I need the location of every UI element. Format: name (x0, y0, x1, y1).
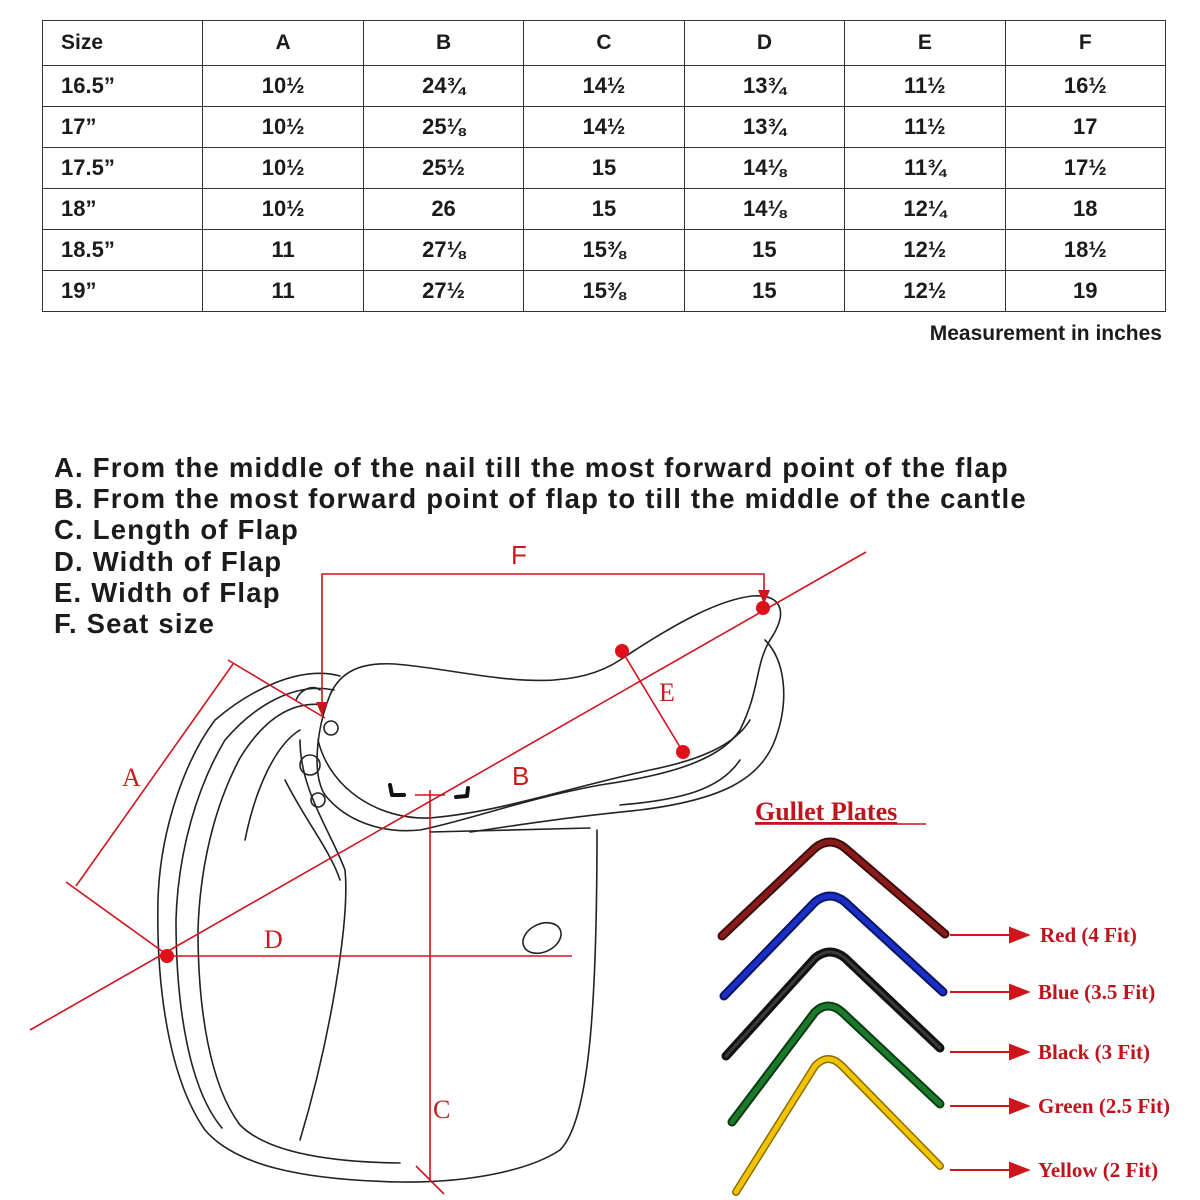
table-row: 18.5” 11 27⅛ 15⅜ 15 12½ 18½ (41, 229, 1167, 271)
table-cell: 15 (523, 147, 685, 189)
gullet-label-green: Green (2.5 Fit) (1038, 1094, 1170, 1118)
label-f: F (511, 540, 527, 570)
table-cell: 27⅛ (362, 229, 525, 271)
header-size: Size (41, 20, 204, 66)
point-e-bottom (676, 745, 690, 759)
table-row: 17” 10½ 25⅛ 14½ 13¾ 11½ 17 (41, 106, 1167, 148)
table-row: 19” 11 27½ 15⅜ 15 12½ 19 (41, 270, 1167, 312)
gullet-plate-black (721, 947, 945, 1061)
unit-note: Measurement in inches (929, 322, 1162, 345)
legend-item-c: C. Length of Flap (54, 514, 299, 546)
table-row: 18” 10½ 26 15 14⅛ 12¼ 18 (41, 188, 1167, 230)
table-cell: 25½ (362, 147, 525, 189)
table-row: 16.5” 10½ 24¾ 14½ 13¾ 11½ 16½ (41, 65, 1167, 107)
table-cell: 17 (1004, 106, 1167, 148)
arrow-f-right (758, 590, 770, 604)
header-f: F (1004, 20, 1167, 66)
gullet-title: Gullet Plates (755, 797, 897, 826)
legend-item-d: D. Width of Flap (54, 545, 283, 577)
table-cell: 19” (41, 270, 204, 312)
table-cell: 16½ (1004, 65, 1167, 107)
arrow-f-left (316, 702, 328, 716)
header-c: C (523, 20, 685, 66)
table-cell: 14½ (523, 106, 685, 148)
table-cell: 24¾ (362, 65, 525, 107)
table-cell: 17” (41, 106, 204, 148)
table-cell: 10½ (202, 188, 364, 230)
line-a-tick-bottom (65, 881, 167, 955)
gullet-plate-yellow (732, 1055, 944, 1196)
line-a (75, 663, 234, 887)
legend-item-f: F. Seat size (54, 607, 216, 639)
gullet-label-yellow: Yellow (2 Fit) (1038, 1158, 1158, 1182)
saddle-drawing (157, 595, 785, 1183)
table-cell: 19 (1004, 270, 1167, 312)
measurement-points (160, 601, 770, 963)
gullet-plate-green (727, 1001, 945, 1127)
table-cell: 11½ (844, 65, 1006, 107)
table-cell: 14⅛ (683, 188, 846, 230)
line-e (621, 650, 684, 753)
table-cell: 17½ (1004, 147, 1167, 189)
table-cell: 15 (523, 188, 685, 230)
legend-item-e: E. Width of Flap (54, 576, 281, 608)
label-a: A (122, 763, 141, 792)
line-c-tick-bottom (415, 1165, 445, 1195)
point-flap-front (160, 949, 174, 963)
measurement-legend: A. From the middle of the nail till the … (54, 452, 1027, 639)
table-cell: 10½ (202, 65, 364, 107)
point-cantle (756, 601, 770, 615)
line-a-tick-top (227, 659, 326, 719)
gullet-label-red: Red (4 Fit) (1040, 923, 1137, 947)
table-row: 17.5” 10½ 25½ 15 14⅛ 11¾ 17½ (41, 147, 1167, 189)
label-b: B (512, 761, 529, 791)
legend-item-a: A. From the middle of the nail till the … (54, 452, 1009, 483)
line-f (321, 573, 765, 712)
gullet-arrows (950, 926, 1031, 1179)
table-cell: 10½ (202, 106, 364, 148)
point-e-top (615, 644, 629, 658)
table-cell: 27½ (362, 270, 525, 312)
table-cell: 15⅜ (523, 229, 685, 271)
table-cell: 26 (362, 188, 525, 230)
gullet-plates (717, 837, 950, 1196)
label-c: C (433, 1095, 450, 1124)
label-e: E (659, 678, 675, 707)
table-cell: 12¼ (844, 188, 1006, 230)
table-cell: 11 (202, 229, 364, 271)
size-table: Size A B C D E F 16.5” 10½ 24¾ 14½ 13¾ 1… (41, 20, 1167, 312)
table-cell: 16.5” (41, 65, 204, 107)
table-cell: 11½ (844, 106, 1006, 148)
gullet-plate-red (717, 837, 950, 941)
table-cell: 18½ (1004, 229, 1167, 271)
gullet-label-blue: Blue (3.5 Fit) (1038, 980, 1155, 1004)
table-cell: 15 (683, 229, 846, 271)
legend-item-b: B. From the most forward point of flap t… (54, 483, 1027, 515)
gullet-plate-blue (719, 891, 948, 1001)
gullet-label-black: Black (3 Fit) (1038, 1040, 1150, 1064)
table-cell: 12½ (844, 270, 1006, 312)
table-cell: 15 (683, 270, 846, 312)
table-cell: 14⅛ (683, 147, 846, 189)
table-cell: 11 (202, 270, 364, 312)
table-cell: 15⅜ (523, 270, 685, 312)
table-cell: 12½ (844, 229, 1006, 271)
label-d: D (264, 925, 283, 954)
header-a: A (202, 20, 364, 66)
table-header-row: Size A B C D E F (41, 20, 1167, 66)
table-cell: 17.5” (41, 147, 204, 189)
